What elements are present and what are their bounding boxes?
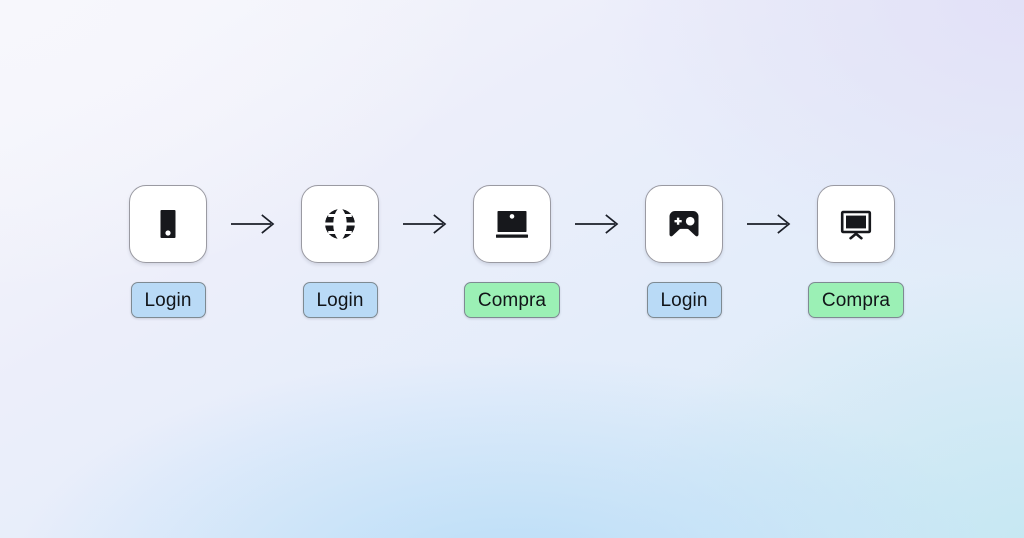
step-label-chip[interactable]: Login: [130, 282, 206, 318]
flow-step-console[interactable]: Login: [625, 185, 743, 318]
globe-icon: [319, 203, 361, 245]
smartphone-icon: [147, 203, 189, 245]
television-icon: [835, 203, 877, 245]
laptop-icon: [491, 203, 533, 245]
device-card-web[interactable]: [301, 185, 379, 263]
arrow-right-icon: [399, 185, 453, 263]
device-card-console[interactable]: [645, 185, 723, 263]
arrow-right-icon: [743, 185, 797, 263]
flow-step-television[interactable]: Compra: [797, 185, 915, 318]
device-card-television[interactable]: [817, 185, 895, 263]
device-card-laptop[interactable]: [473, 185, 551, 263]
device-flow-sequence: Login: [0, 185, 1024, 350]
step-label-chip[interactable]: Compra: [463, 282, 561, 318]
arrow-right-icon: [227, 185, 281, 263]
flow-step-smartphone[interactable]: Login: [109, 185, 227, 318]
gamepad-icon: [663, 203, 705, 245]
flow-step-web[interactable]: Login: [281, 185, 399, 318]
flow-step-laptop[interactable]: Compra: [453, 185, 571, 318]
step-label-chip[interactable]: Login: [302, 282, 378, 318]
device-card-smartphone[interactable]: [129, 185, 207, 263]
arrow-right-icon: [571, 185, 625, 263]
step-label-chip[interactable]: Login: [646, 282, 722, 318]
step-label-chip[interactable]: Compra: [807, 282, 905, 318]
